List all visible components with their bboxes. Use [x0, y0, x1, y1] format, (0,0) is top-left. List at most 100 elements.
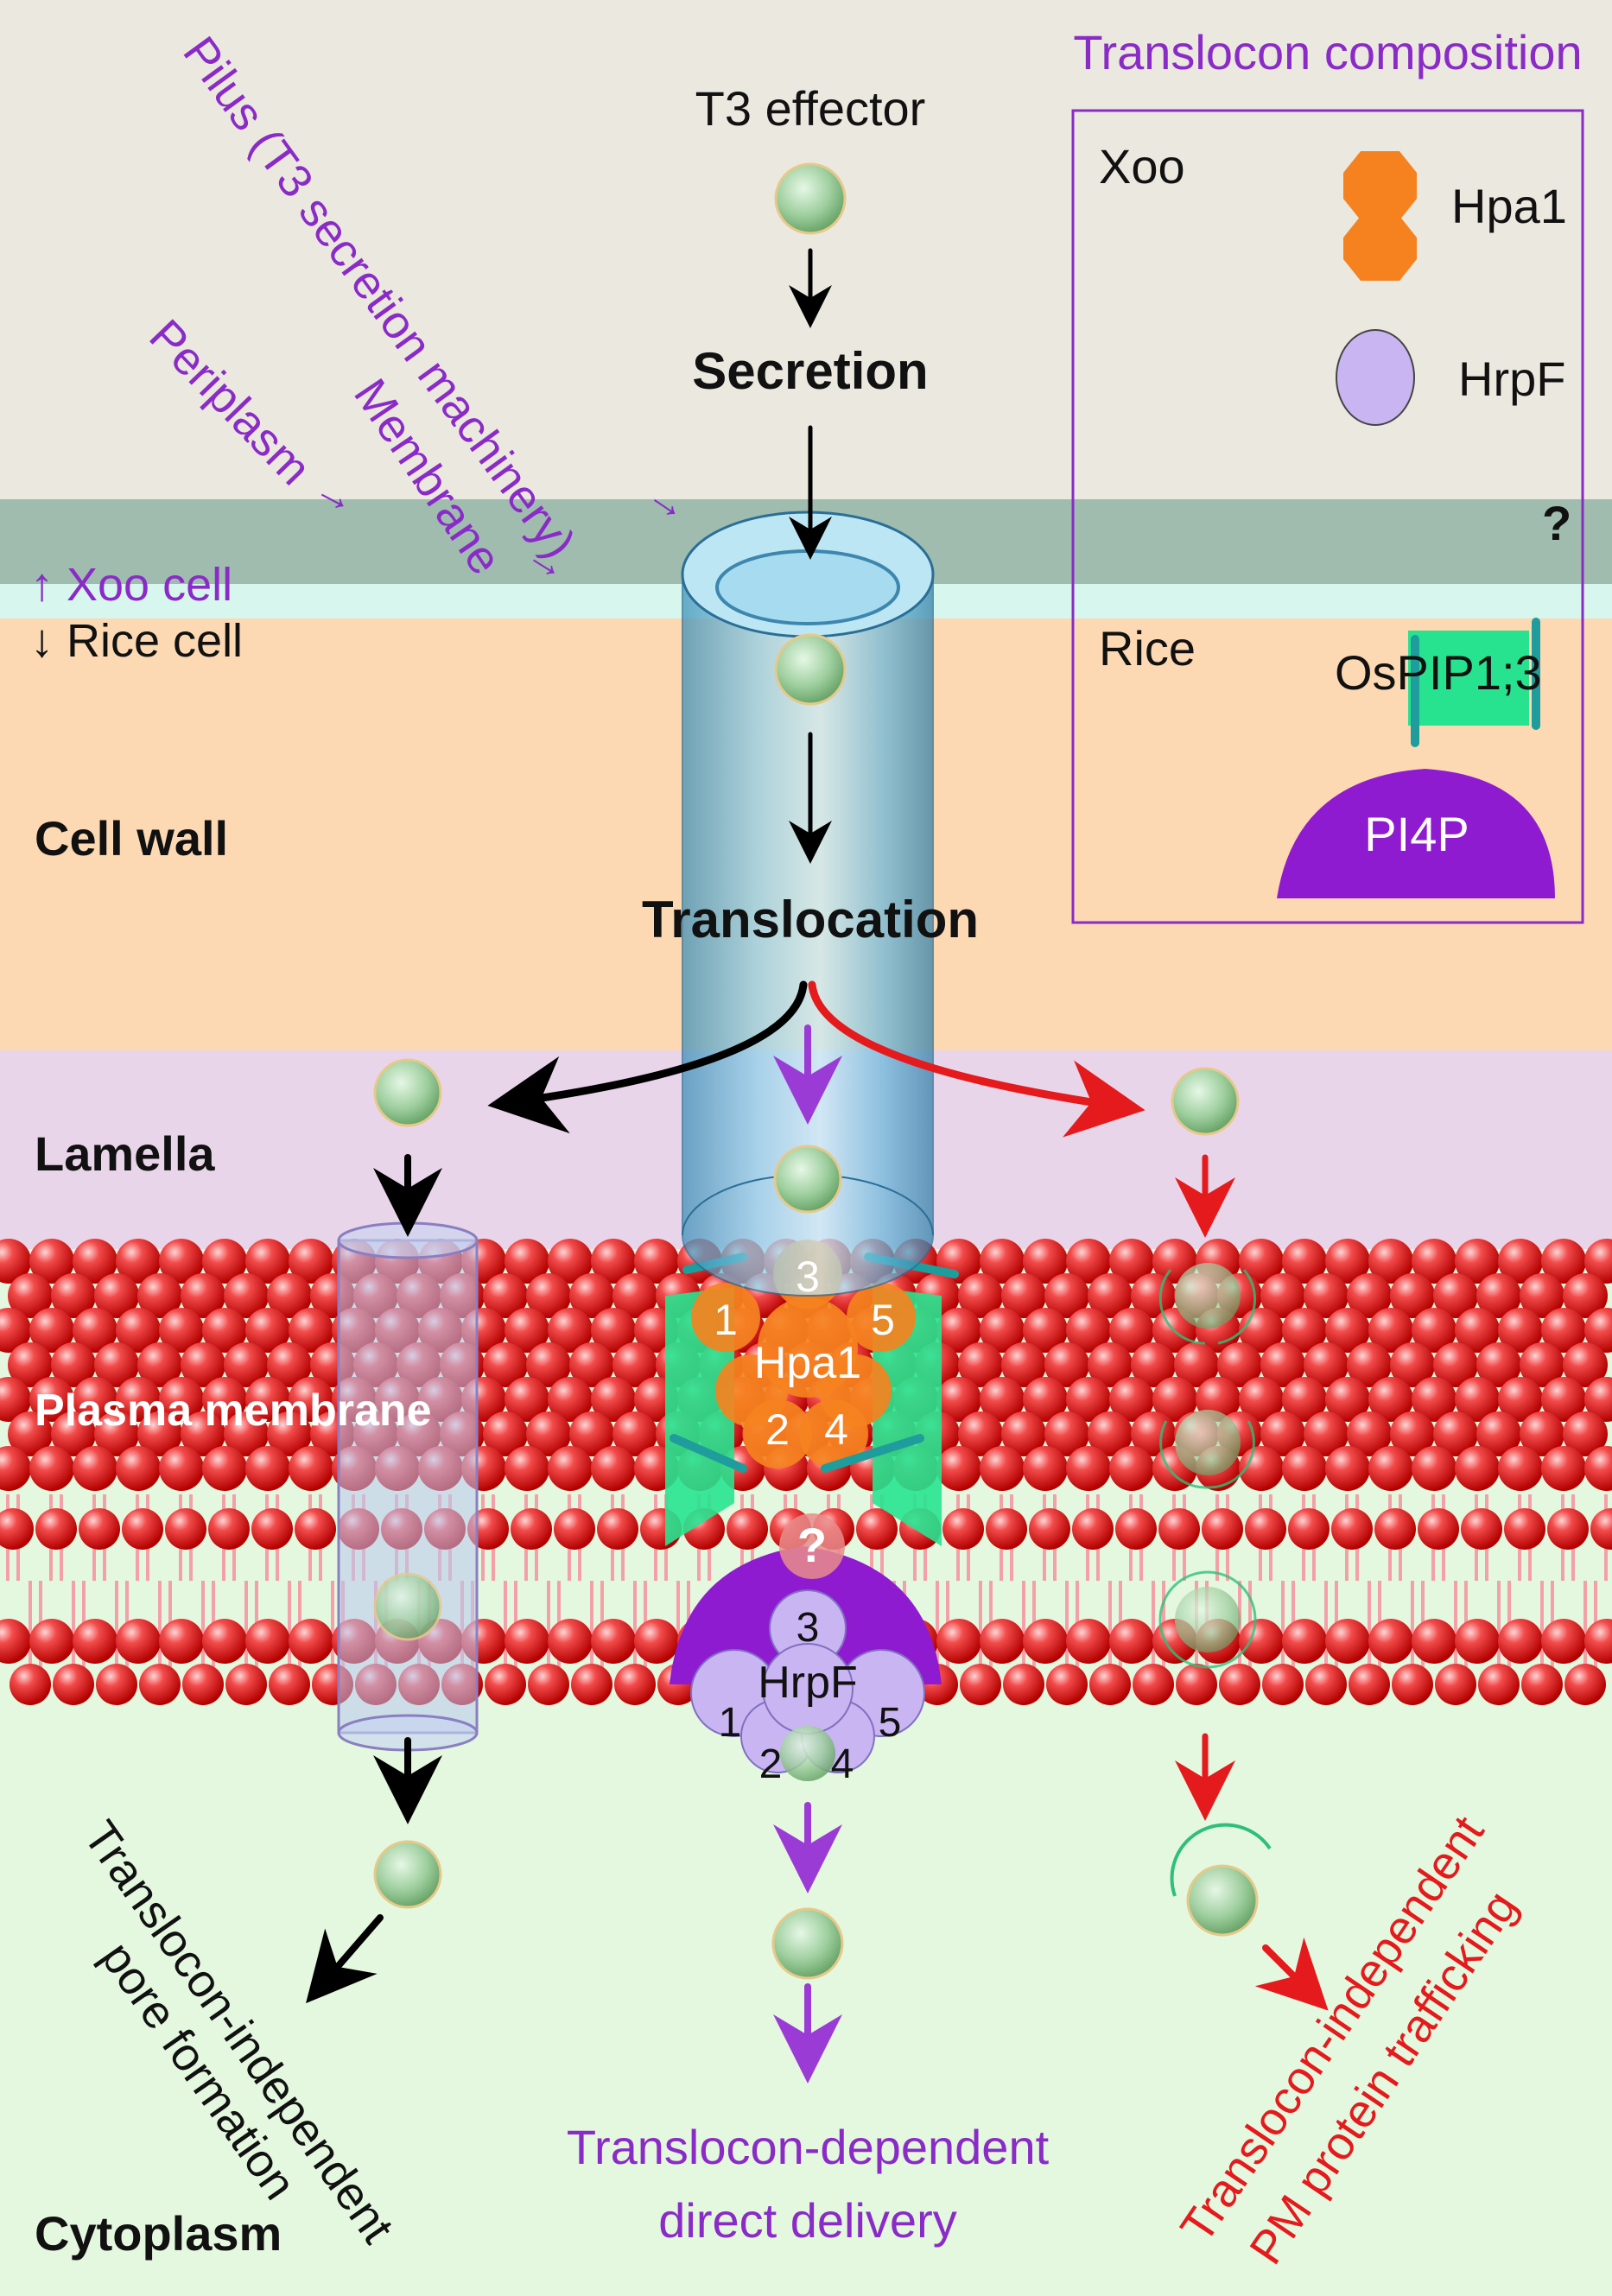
lipid-head	[1001, 1273, 1046, 1318]
lipid-head	[1282, 1446, 1327, 1491]
lipid-head	[29, 1308, 74, 1353]
lipid-head	[505, 1308, 549, 1353]
lipid-head	[1109, 1308, 1154, 1353]
arrows	[306, 248, 1329, 2084]
lipid-head	[1498, 1377, 1543, 1422]
complex-hrpf-n5: 5	[879, 1700, 902, 1746]
ospip-left-block	[665, 1287, 734, 1546]
lipid-head	[591, 1377, 636, 1422]
lipid-head	[505, 1446, 549, 1491]
lipid-head	[1412, 1377, 1457, 1422]
lipid-head	[936, 1619, 981, 1664]
lipid-head	[936, 1308, 981, 1353]
lipid-head	[202, 1619, 247, 1664]
complex-hrpf-n3: 3	[796, 1605, 820, 1651]
lipid-head	[1347, 1342, 1392, 1387]
lipid-head	[1288, 1508, 1330, 1550]
lipid-head	[1260, 1273, 1305, 1318]
lipid-head	[1455, 1239, 1500, 1284]
lipid-head	[591, 1619, 636, 1664]
lipid-head	[483, 1273, 528, 1318]
lipid-head	[569, 1342, 614, 1387]
lipid-head	[1521, 1664, 1563, 1705]
lipid-head	[73, 1446, 117, 1491]
lipid-head	[986, 1508, 1027, 1550]
complex-hrpf-label: HrpF	[758, 1658, 858, 1708]
complex-hpa1-n4: 4	[824, 1405, 848, 1454]
lipid-head	[202, 1446, 247, 1491]
lipid-head	[505, 1239, 549, 1284]
lipid-head	[267, 1411, 312, 1456]
lipid-head	[1158, 1508, 1200, 1550]
complex-hrpf-n2: 2	[759, 1741, 783, 1787]
composition-pi4p: PI4P	[1364, 807, 1469, 861]
lipid-head	[1176, 1664, 1217, 1705]
lipid-head	[245, 1308, 290, 1353]
composition-frame	[1071, 109, 1584, 924]
lipid-head	[8, 1342, 53, 1387]
lipid-head	[245, 1239, 290, 1284]
lipid-head	[225, 1664, 267, 1705]
lipid-head	[51, 1342, 96, 1387]
lipid-head	[569, 1273, 614, 1318]
lipid-head	[1282, 1377, 1327, 1422]
lipid-head	[1044, 1411, 1089, 1456]
lipid-head	[1282, 1619, 1327, 1664]
lipid-head	[548, 1446, 593, 1491]
lipid-head	[1347, 1273, 1392, 1318]
lipid-head	[505, 1619, 549, 1664]
lipid-head	[597, 1508, 638, 1550]
lipid-head	[1433, 1411, 1478, 1456]
title-t3-effector: T3 effector	[695, 81, 926, 136]
lipid-head	[1003, 1664, 1044, 1705]
lipid-head	[511, 1508, 552, 1550]
label-xoo-cell: ↑ Xoo cell	[30, 559, 232, 611]
lipid-head	[245, 1377, 290, 1422]
lipid-head	[591, 1308, 636, 1353]
effector-tube	[774, 633, 847, 706]
lipid-head	[159, 1619, 204, 1664]
lipid-head	[116, 1377, 161, 1422]
effector-left-pore	[373, 1572, 442, 1641]
lipid-head	[1563, 1273, 1608, 1318]
lipid-head	[548, 1239, 593, 1284]
lipid-head	[1498, 1308, 1543, 1353]
lipid-head	[980, 1619, 1025, 1664]
lipid-head	[0, 1308, 31, 1353]
effector-top	[774, 162, 847, 235]
lipid-head	[571, 1664, 612, 1705]
lipid-head	[181, 1342, 225, 1387]
legend-pi4p-icon	[1277, 769, 1555, 898]
lipid-head	[1066, 1308, 1111, 1353]
legend-hpa1-icon-group	[1343, 151, 1417, 281]
lipid-head	[0, 1377, 31, 1422]
effector-right-cytoplasm	[1186, 1864, 1259, 1937]
lipid-head	[548, 1377, 593, 1422]
lipid-head	[1418, 1508, 1459, 1550]
lipid-head	[1368, 1446, 1413, 1491]
complex-hpa1-n1: 1	[714, 1296, 738, 1344]
lipid-head	[159, 1308, 204, 1353]
pathway-center-line1: Translocon-dependent	[567, 2120, 1050, 2174]
lipid-head	[634, 1239, 679, 1284]
lipid-head	[614, 1664, 656, 1705]
lipid-head	[0, 1619, 31, 1664]
lipid-head	[224, 1411, 269, 1456]
lipid-head	[526, 1342, 571, 1387]
lipid-head	[1109, 1619, 1154, 1664]
lipid-head	[1109, 1446, 1154, 1491]
lipid-head	[8, 1273, 53, 1318]
lipid-head	[612, 1273, 657, 1318]
lipid-head	[165, 1508, 206, 1550]
lipid-head	[1433, 1273, 1478, 1318]
lipid-head	[1412, 1308, 1457, 1353]
lipid-head	[202, 1308, 247, 1353]
composition-ospip: OsPIP1;3	[1335, 645, 1542, 700]
lipid-head	[73, 1239, 117, 1284]
label-cytoplasm: Cytoplasm	[35, 2206, 282, 2261]
complex-hpa1-n2: 2	[765, 1405, 790, 1454]
lipid-head	[1304, 1411, 1349, 1456]
lipid-head	[1412, 1619, 1457, 1664]
lipid-head	[526, 1411, 571, 1456]
lipid-head	[1584, 1619, 1612, 1664]
